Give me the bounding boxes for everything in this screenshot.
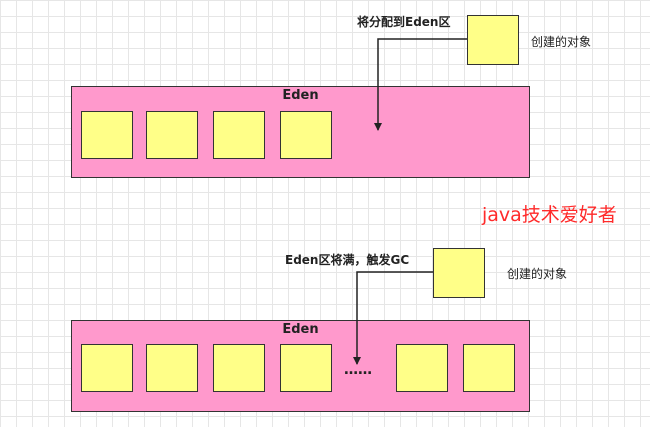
bottom-eden-object bbox=[81, 344, 133, 392]
bottom-eden-object bbox=[463, 344, 515, 392]
top-allocation-arrow bbox=[374, 38, 467, 131]
top-annotation: 将分配到Eden区 bbox=[357, 15, 451, 29]
bottom-eden-object bbox=[213, 344, 265, 392]
bottom-ellipsis: …… bbox=[344, 362, 372, 378]
bottom-new-object-label: 创建的对象 bbox=[507, 267, 568, 281]
bottom-allocation-arrow bbox=[353, 271, 433, 365]
watermark-text: java技术爱好者 bbox=[482, 204, 617, 226]
top-eden-object bbox=[146, 111, 198, 159]
top-eden-label: Eden bbox=[282, 88, 319, 103]
top-eden-object bbox=[280, 111, 332, 159]
top-new-object-label: 创建的对象 bbox=[531, 35, 592, 49]
top-eden-object bbox=[213, 111, 265, 159]
bottom-eden-object bbox=[280, 344, 332, 392]
top-eden-object bbox=[81, 111, 133, 159]
bottom-eden-label: Eden bbox=[282, 322, 319, 337]
bottom-annotation: Eden区将满，触发GC bbox=[285, 253, 410, 267]
bottom-new-object bbox=[433, 248, 485, 298]
top-new-object bbox=[467, 15, 519, 65]
bottom-eden-object bbox=[146, 344, 198, 392]
bottom-eden-object bbox=[396, 344, 448, 392]
